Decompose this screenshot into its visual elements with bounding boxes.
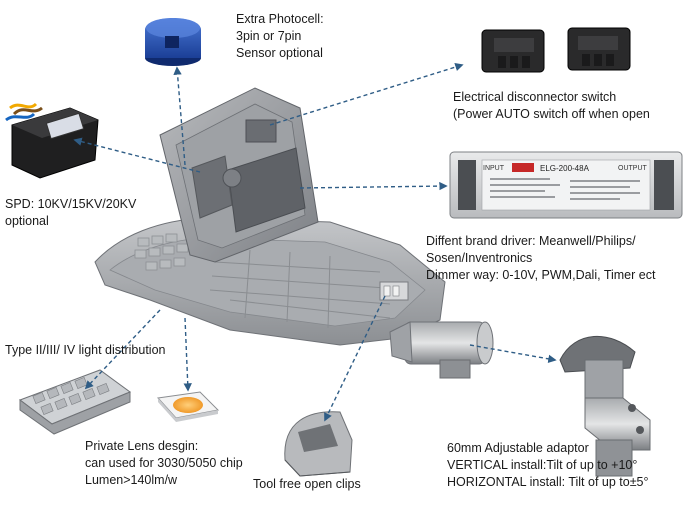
open-cover bbox=[159, 87, 319, 263]
disconnector-label: Electrical disconnector switch (Power AU… bbox=[453, 89, 650, 123]
led-chip bbox=[157, 391, 220, 422]
clip-detail bbox=[284, 411, 353, 477]
spd-line-2: optional bbox=[5, 214, 49, 228]
disconnector-line-1: Electrical disconnector switch bbox=[453, 90, 617, 104]
driver-label: Diffent brand driver: Meanwell/Philips/ … bbox=[426, 233, 655, 284]
luminaire-housing bbox=[94, 217, 446, 346]
led-driver bbox=[449, 151, 683, 219]
adaptor-line-2: VERTICAL install:Tilt of up to +10° bbox=[447, 458, 638, 472]
mounting-adaptor bbox=[389, 321, 494, 379]
clips-label: Tool free open clips bbox=[253, 476, 361, 493]
adaptor-detail bbox=[559, 335, 651, 477]
disconnector-line-2: (Power AUTO switch off when open bbox=[453, 107, 650, 121]
lens-line-2: can used for 3030/5050 chip bbox=[85, 456, 243, 470]
photocell-line-3: Sensor optional bbox=[236, 46, 323, 60]
clips-line-1: Tool free open clips bbox=[253, 477, 361, 491]
lens-line-3: Lumen>140lm/w bbox=[85, 473, 178, 487]
adaptor-line-1: 60mm Adjustable adaptor bbox=[447, 441, 589, 455]
pointer-arrows bbox=[73, 62, 557, 422]
lens-line-1: Private Lens desgin: bbox=[85, 439, 199, 453]
spd-module bbox=[5, 102, 99, 179]
photocell-line-2: 3pin or 7pin bbox=[236, 29, 302, 43]
spd-line-1: SPD: 10KV/15KV/20KV bbox=[5, 197, 137, 211]
adaptor-label: 60mm Adjustable adaptor VERTICAL install… bbox=[447, 440, 649, 491]
photocell-sensor bbox=[145, 18, 201, 66]
driver-input-tag: INPUT bbox=[483, 165, 505, 172]
distribution-label: Type II/III/ IV light distribution bbox=[5, 342, 166, 359]
disconnector-switch bbox=[481, 27, 631, 73]
lens-module bbox=[18, 369, 132, 435]
adaptor-line-3: HORIZONTAL install: Tilt of up to±5° bbox=[447, 475, 649, 489]
driver-output-tag: OUTPUT bbox=[618, 165, 648, 172]
driver-model-text: ELG-200-48A bbox=[540, 164, 590, 173]
driver-line-1: Diffent brand driver: Meanwell/Philips/ bbox=[426, 234, 636, 248]
distribution-line-1: Type II/III/ IV light distribution bbox=[5, 343, 166, 357]
driver-line-3: Dimmer way: 0-10V, PWM,Dali, Timer ect bbox=[426, 268, 656, 282]
driver-line-2: Sosen/Inventronics bbox=[426, 251, 533, 265]
photocell-label: Extra Photocell: 3pin or 7pin Sensor opt… bbox=[236, 11, 324, 62]
lens-label: Private Lens desgin: can used for 3030/5… bbox=[85, 438, 243, 489]
spd-label: SPD: 10KV/15KV/20KV optional bbox=[5, 196, 136, 230]
photocell-line-1: Extra Photocell: bbox=[236, 12, 324, 26]
